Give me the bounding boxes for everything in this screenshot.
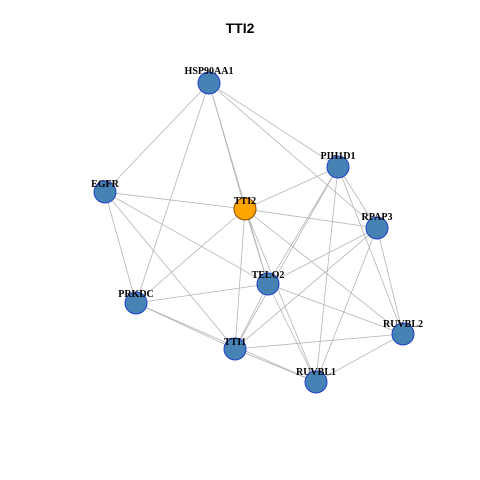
node-label-tti1: TTI1 xyxy=(224,337,246,348)
edge-hsp90aa1-egfr xyxy=(104,82,210,193)
edge-egfr-tti1 xyxy=(104,191,236,350)
edge-tti2-pih1d1 xyxy=(244,166,339,210)
edge-hsp90aa1-telo2 xyxy=(208,82,269,285)
edge-tti2-ruvbl2 xyxy=(244,208,404,335)
node-telo2 xyxy=(256,272,280,296)
edge-pih1d1-tti1 xyxy=(234,166,339,350)
node-tti1 xyxy=(223,337,247,361)
node-label-pih1d1: PIH1D1 xyxy=(321,151,356,162)
node-label-telo2: TELO2 xyxy=(252,270,285,281)
edge-tti2-prkdc xyxy=(135,208,246,304)
node-label-prkdc: PRKDC xyxy=(118,289,154,300)
node-label-tti2: TTI2 xyxy=(234,196,256,207)
node-label-egfr: EGFR xyxy=(91,179,120,190)
edge-tti1-ruvbl1 xyxy=(234,348,317,383)
edge-pih1d1-telo2 xyxy=(267,166,339,285)
edge-hsp90aa1-prkdc xyxy=(135,82,210,304)
edge-pih1d1-ruvbl2 xyxy=(337,166,404,335)
edge-rpap3-ruvbl2 xyxy=(376,227,404,335)
edge-pih1d1-rpap3 xyxy=(337,166,378,229)
edge-tti2-telo2 xyxy=(244,208,269,285)
nodes-layer xyxy=(93,71,415,394)
edge-tti1-ruvbl2 xyxy=(234,333,404,350)
edge-hsp90aa1-rpap3 xyxy=(208,82,378,229)
node-pih1d1 xyxy=(326,155,350,179)
edges-layer xyxy=(104,82,404,383)
node-tti2 xyxy=(233,197,257,221)
node-rpap3 xyxy=(365,216,389,240)
node-label-hsp90aa1: HSP90AA1 xyxy=(185,66,234,77)
node-label-ruvbl1: RUVBL1 xyxy=(296,367,336,378)
plot-title: TTI2 xyxy=(225,20,255,36)
edge-tti2-ruvbl1 xyxy=(244,208,317,383)
edge-egfr-tti2 xyxy=(104,191,246,210)
edge-rpap3-telo2 xyxy=(267,227,378,285)
node-ruvbl1 xyxy=(304,370,328,394)
node-label-ruvbl2: RUVBL2 xyxy=(383,319,423,330)
edge-egfr-prkdc xyxy=(104,191,137,304)
edge-telo2-ruvbl2 xyxy=(267,283,404,335)
node-egfr xyxy=(93,180,117,204)
edge-tti2-rpap3 xyxy=(244,208,378,229)
edge-telo2-prkdc xyxy=(135,283,269,304)
node-label-rpap3: RPAP3 xyxy=(362,212,393,223)
edge-rpap3-ruvbl1 xyxy=(315,227,378,383)
node-hsp90aa1 xyxy=(197,71,221,95)
edge-hsp90aa1-pih1d1 xyxy=(208,82,339,168)
edge-tti2-tti1 xyxy=(234,208,246,350)
node-prkdc xyxy=(124,291,148,315)
edge-rpap3-tti1 xyxy=(234,227,378,350)
edge-pih1d1-ruvbl1 xyxy=(315,166,339,383)
edge-telo2-ruvbl1 xyxy=(267,283,317,383)
edge-telo2-tti1 xyxy=(234,283,269,350)
node-ruvbl2 xyxy=(391,322,415,346)
edge-ruvbl1-ruvbl2 xyxy=(315,333,404,383)
